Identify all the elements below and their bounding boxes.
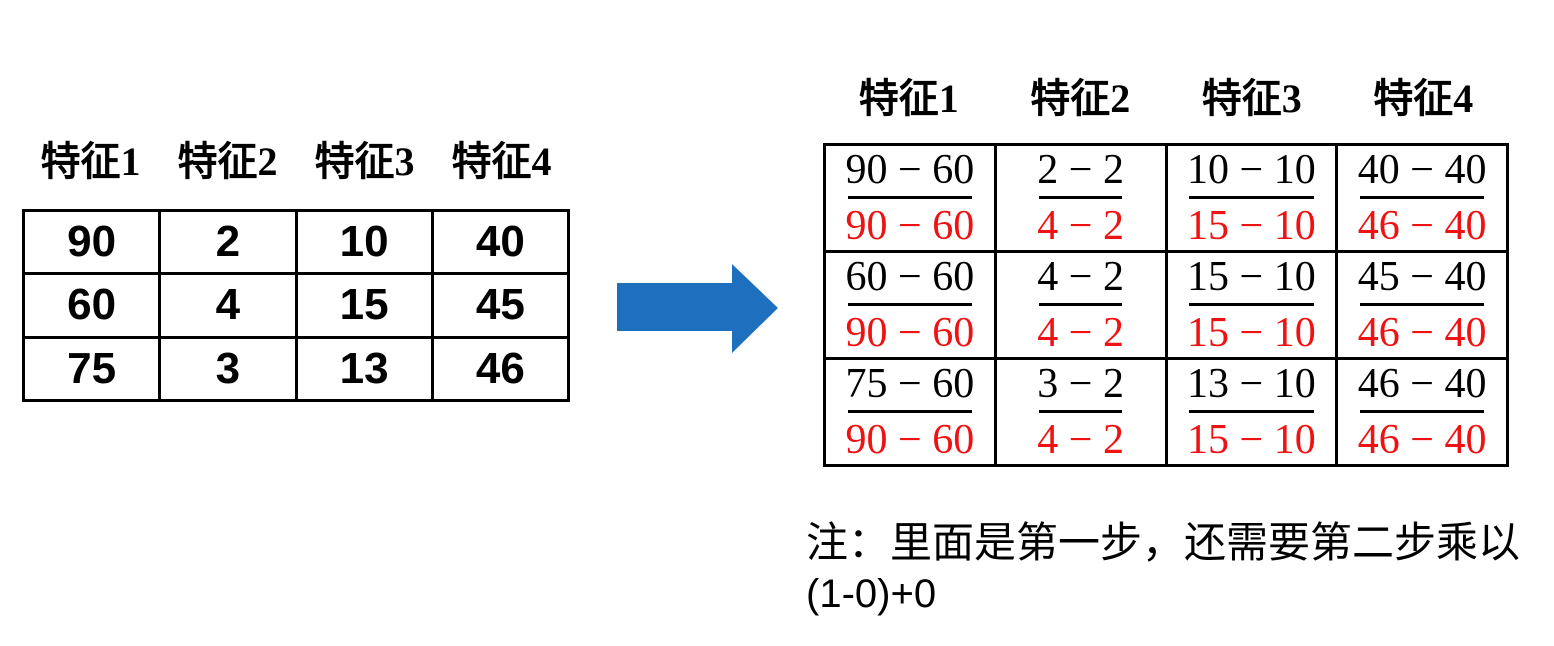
fraction-numerator: 3 − 2 [1037, 361, 1124, 407]
fraction-bar [1189, 196, 1314, 199]
fraction: 2 − 2 4 − 2 [1037, 147, 1124, 249]
fraction: 13 − 10 15 − 10 [1187, 361, 1316, 463]
fraction-cell: 75 − 60 90 − 60 [826, 360, 994, 464]
fraction: 46 − 40 46 − 40 [1358, 361, 1487, 463]
fraction-denominator: 46 − 40 [1357, 203, 1487, 249]
fraction-cell: 2 − 2 4 − 2 [996, 146, 1165, 250]
footnote-line-2: (1-0)+0 [806, 572, 937, 616]
table-cell: 15 [297, 275, 431, 336]
table-cell: 60 [25, 275, 159, 336]
normalized-table: 90 − 60 90 − 60 2 − 2 4 − 2 10 − 10 15 −… [823, 143, 1509, 467]
fraction-denominator: 15 − 10 [1187, 203, 1316, 249]
source-header-feature-3: 特征3 [314, 139, 415, 184]
fraction-cell: 45 − 40 46 − 40 [1338, 253, 1506, 357]
fraction-numerator: 46 − 40 [1357, 361, 1487, 407]
fraction: 10 − 10 15 − 10 [1187, 147, 1316, 249]
normalized-header-feature-3: 特征3 [1201, 76, 1302, 121]
fraction: 75 − 60 90 − 60 [846, 361, 975, 463]
footnote: 注：里面是第一步，还需要第二步乘以 (1-0)+0 [806, 518, 1546, 618]
table-cell: 4 [161, 275, 295, 336]
normalized-header-feature-4: 特征4 [1373, 76, 1474, 121]
fraction-numerator: 2 − 2 [1037, 147, 1124, 193]
fraction-denominator: 90 − 60 [845, 310, 975, 356]
table-cell: 40 [433, 212, 567, 273]
fraction-denominator: 90 − 60 [845, 417, 975, 463]
fraction-bar [847, 303, 973, 306]
fraction-numerator: 4 − 2 [1037, 254, 1124, 300]
table-cell: 75 [25, 338, 159, 399]
fraction: 60 − 60 90 − 60 [846, 254, 975, 356]
fraction: 3 − 2 4 − 2 [1037, 361, 1124, 463]
table-cell: 10 [297, 212, 431, 273]
fraction-bar [847, 410, 973, 413]
fraction: 90 − 60 90 − 60 [846, 147, 975, 249]
table-cell: 90 [25, 212, 159, 273]
fraction-numerator: 10 − 10 [1187, 147, 1316, 193]
source-header-feature-2: 特征2 [177, 139, 278, 184]
fraction-denominator: 46 − 40 [1357, 310, 1487, 356]
fraction-numerator: 90 − 60 [845, 147, 975, 193]
fraction-numerator: 15 − 10 [1187, 254, 1316, 300]
fraction: 15 − 10 15 − 10 [1187, 254, 1316, 356]
fraction-cell: 40 − 40 46 − 40 [1338, 146, 1506, 250]
fraction: 45 − 40 46 − 40 [1358, 254, 1487, 356]
normalized-header-feature-1: 特征1 [858, 76, 959, 121]
normalized-table-header-row: 特征1 特征2 特征3 特征4 [823, 76, 1509, 122]
fraction-numerator: 45 − 40 [1357, 254, 1487, 300]
fraction-cell: 90 − 60 90 − 60 [826, 146, 994, 250]
fraction-bar [1039, 410, 1122, 413]
fraction-bar [1039, 196, 1122, 199]
fraction-cell: 10 − 10 15 − 10 [1167, 146, 1336, 250]
right-arrow-shape [617, 264, 778, 353]
fraction: 40 − 40 46 − 40 [1358, 147, 1487, 249]
table-cell: 13 [297, 338, 431, 399]
fraction-bar [1359, 303, 1485, 306]
fraction-cell: 60 − 60 90 − 60 [826, 253, 994, 357]
fraction-numerator: 13 − 10 [1187, 361, 1316, 407]
source-table-header-row: 特征1 特征2 特征3 特征4 [22, 139, 570, 185]
fraction-bar [1359, 410, 1485, 413]
fraction-denominator: 90 − 60 [845, 203, 975, 249]
fraction-numerator: 40 − 40 [1357, 147, 1487, 193]
fraction-bar [1359, 196, 1485, 199]
table-cell: 2 [161, 212, 295, 273]
source-header-feature-4: 特征4 [451, 139, 552, 184]
fraction-bar [1189, 303, 1314, 306]
fraction-numerator: 60 − 60 [845, 254, 975, 300]
fraction-cell: 3 − 2 4 − 2 [996, 360, 1165, 464]
fraction-denominator: 46 − 40 [1357, 417, 1487, 463]
right-arrow-icon [610, 258, 785, 358]
fraction-denominator: 15 − 10 [1187, 310, 1316, 356]
table-cell: 3 [161, 338, 295, 399]
fraction-denominator: 4 − 2 [1037, 203, 1124, 249]
fraction-denominator: 4 − 2 [1037, 417, 1124, 463]
source-header-feature-1: 特征1 [40, 139, 141, 184]
fraction-denominator: 15 − 10 [1187, 417, 1316, 463]
fraction-bar [847, 196, 973, 199]
fraction-cell: 46 − 40 46 − 40 [1338, 360, 1506, 464]
table-cell: 46 [433, 338, 567, 399]
fraction-numerator: 75 − 60 [845, 361, 975, 407]
footnote-line-1: 注：里面是第一步，还需要第二步乘以 [806, 521, 1521, 567]
source-table: 90 2 10 40 60 4 15 45 75 3 13 46 [22, 209, 570, 402]
fraction-denominator: 4 − 2 [1037, 310, 1124, 356]
table-cell: 45 [433, 275, 567, 336]
fraction-cell: 13 − 10 15 − 10 [1167, 360, 1336, 464]
fraction-cell: 15 − 10 15 − 10 [1167, 253, 1336, 357]
fraction-cell: 4 − 2 4 − 2 [996, 253, 1165, 357]
fraction-bar [1189, 410, 1314, 413]
normalized-header-feature-2: 特征2 [1030, 76, 1131, 121]
fraction-bar [1039, 303, 1122, 306]
fraction: 4 − 2 4 − 2 [1037, 254, 1124, 356]
